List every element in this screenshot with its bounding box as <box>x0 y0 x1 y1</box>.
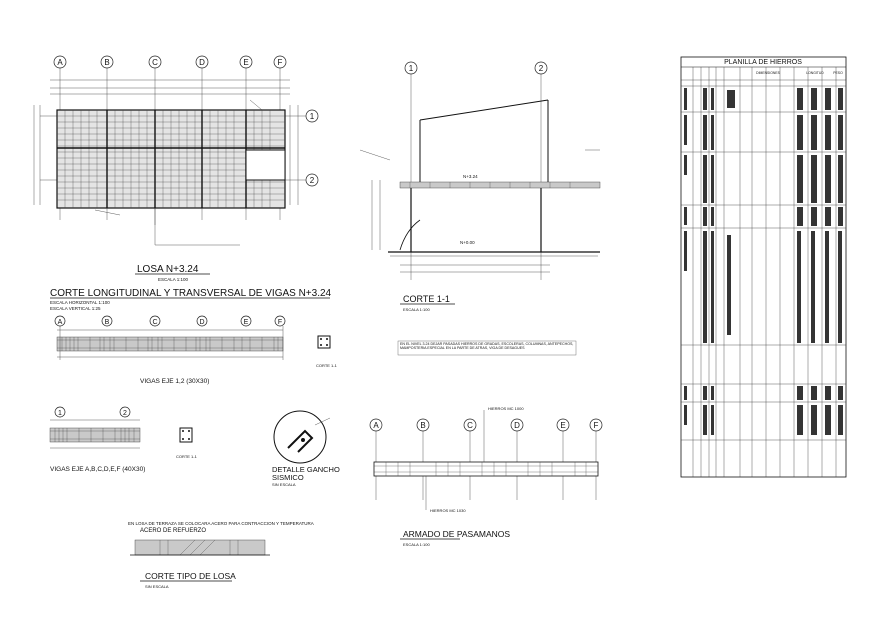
pasamanos-title: ARMADO DE PASAMANOS <box>403 529 510 539</box>
pasamanos-beam <box>373 461 599 477</box>
axis-label-d: D <box>199 58 205 67</box>
vigas-axis-f: F <box>278 319 282 326</box>
beam-elevation-1-dims <box>57 326 284 360</box>
gancho-hook <box>287 429 314 453</box>
losa-section-note: EN LOSA DE TERRAZA SE COLOCARA ACERO PAR… <box>128 521 314 526</box>
corte11-note-box <box>397 340 577 356</box>
axis-label-2: 2 <box>310 176 315 185</box>
beam-elevation-2-dims <box>50 419 140 449</box>
roof-slope <box>419 99 549 121</box>
losa-scale: ESCALA 1:100 <box>158 277 189 282</box>
corte11-axis-1: 1 <box>409 64 414 73</box>
vigas-axis-c: C <box>152 319 157 326</box>
vigas-caption-2: VIGAS EJE A,B,C,D,E,F (40X30) <box>50 466 145 473</box>
level-bottom: N+0.00 <box>460 240 475 245</box>
axis-label-f: F <box>278 58 283 67</box>
pasamanos-label-bottom: HIERROS MC 1030 <box>430 508 466 513</box>
axis-label-a: A <box>57 58 63 67</box>
gancho-title-2: SISMICO <box>272 473 304 482</box>
losa-section-body <box>134 539 266 556</box>
planilla-column-rules <box>692 67 837 477</box>
corte-vigas-scale-h: ESCALA HORIZONTAL 1:100 <box>50 300 110 305</box>
beam-elevation-2 <box>49 427 141 443</box>
corte11-dims <box>359 149 600 273</box>
armado-pasamanos: A B C D E F HIERROS MC 1000 HIERROS MC 1… <box>369 406 603 547</box>
gancho-scale: SIN ESCALA <box>272 482 296 487</box>
corte11-axis-2: 2 <box>539 64 544 73</box>
pasamanos-axis-a: A <box>373 421 379 430</box>
vigas2-axis-1: 1 <box>58 410 62 417</box>
axis-label-e: E <box>243 58 248 67</box>
section-label-2: CORTE 1-1 <box>176 454 198 459</box>
beam-section-bars <box>320 338 328 346</box>
beam-elevation-1-stirrups <box>57 337 283 351</box>
losa-title: LOSA N+3.24 <box>137 264 199 275</box>
planilla-head-peso: PESO <box>833 71 843 75</box>
pasamanos-axis-b: B <box>420 421 425 430</box>
beam-section-40x30 <box>179 427 193 443</box>
gancho-bar <box>301 438 305 442</box>
losa-section-acero: ACERO DE REFUERZO <box>140 528 206 534</box>
losa-axis-bubbles: A B C D E F 1 2 <box>53 55 319 187</box>
vigas2-axis-2: 2 <box>123 410 127 417</box>
losa-dimension-lines <box>33 79 299 205</box>
corte-vigas: CORTE LONGITUDINAL Y TRANSVERSAL DE VIGA… <box>50 288 338 385</box>
pasamanos-axis-f: F <box>594 421 599 430</box>
slab-rebar-grid <box>57 110 285 208</box>
slab-opening <box>245 149 286 181</box>
vigas-axis-e: E <box>244 319 249 326</box>
planilla-hierros: PLANILLA DE HIERROS DIMENSIONES LONGITUD… <box>680 56 847 478</box>
corte-losa-title: CORTE TIPO DE LOSA <box>145 571 236 581</box>
beam-elevation-1 <box>56 336 284 352</box>
corte11-note-wrap: EN EL NIVEL 3.24 DEJAR PASADAS HIERROS D… <box>400 342 574 351</box>
losa-section-hatch <box>159 539 239 556</box>
beam-section-30x30 <box>317 335 331 349</box>
slab-section <box>399 181 601 189</box>
planilla-title: PLANILLA DE HIERROS <box>724 59 802 66</box>
corte-vigas-scale-v: ESCALA VERTICAL 1:25 <box>50 306 101 311</box>
slab-section-bars <box>409 182 571 188</box>
section-label-1: CORTE 1-1 <box>316 363 338 368</box>
stair-curve <box>399 219 421 251</box>
pasamanos-scale: ESCALA 1:100 <box>403 542 430 547</box>
vigas-eje-letras: 1 2 CORTE 1-1 VIGAS EJE A,B,C,D,E,F (40X… <box>49 406 198 473</box>
corte11-scale: ESCALA 1:100 <box>403 307 430 312</box>
corte11-note: EN EL NIVEL 3.24 DEJAR PASADAS HIERROS D… <box>400 342 574 351</box>
axis-label-b: B <box>104 58 109 67</box>
gancho-title-1: DETALLE GANCHO <box>272 465 340 474</box>
beam-elevation-2-stirrups <box>50 428 140 442</box>
vigas-axis-a: A <box>58 319 63 326</box>
pasamanos-stirrups <box>374 462 598 476</box>
pasamanos-axis-c: C <box>467 421 473 430</box>
planilla-row-rules <box>681 79 846 441</box>
corte11-title: CORTE 1-1 <box>403 294 450 304</box>
planilla-head-long: LONGITUD <box>806 71 824 75</box>
beam-section-2-bars <box>182 430 190 440</box>
gancho-leader <box>314 417 331 426</box>
pasamanos-label-top: HIERROS MC 1000 <box>488 406 524 411</box>
corte-vigas-title: CORTE LONGITUDINAL Y TRANSVERSAL DE VIGA… <box>50 288 332 299</box>
corte-tipo-losa: EN LOSA DE TERRAZA SE COLOCARA ACERO PAR… <box>128 521 314 589</box>
vigas-axis-b: B <box>105 319 110 326</box>
corte-vigas-axis-bubbles: A B C D E F <box>54 315 286 327</box>
losa-leaders <box>94 99 263 246</box>
planilla-head-dim: DIMENSIONES <box>756 71 780 75</box>
level-top: N+3.24 <box>463 174 478 179</box>
axis-label-c: C <box>152 58 158 67</box>
corte-losa-scale: SIN ESCALA <box>145 584 169 589</box>
pasamanos-axis-d: D <box>514 421 520 430</box>
planilla-dense-entries <box>684 88 843 435</box>
corte-11: 1 2 N+3.24 N+0.00 CORTE 1-1 ESCALA 1:100 <box>359 61 601 356</box>
planilla-frame <box>680 56 847 478</box>
axis-label-1: 1 <box>310 112 315 121</box>
detalle-gancho: DETALLE GANCHO SISMICO SIN ESCALA <box>272 410 340 487</box>
vigas-caption-1: VIGAS EJE 1,2 (30X30) <box>140 378 209 385</box>
pasamanos-axis-e: E <box>560 421 565 430</box>
vigas-axis-d: D <box>199 319 204 326</box>
losa-plan: A B C D E F 1 2 <box>33 55 319 282</box>
